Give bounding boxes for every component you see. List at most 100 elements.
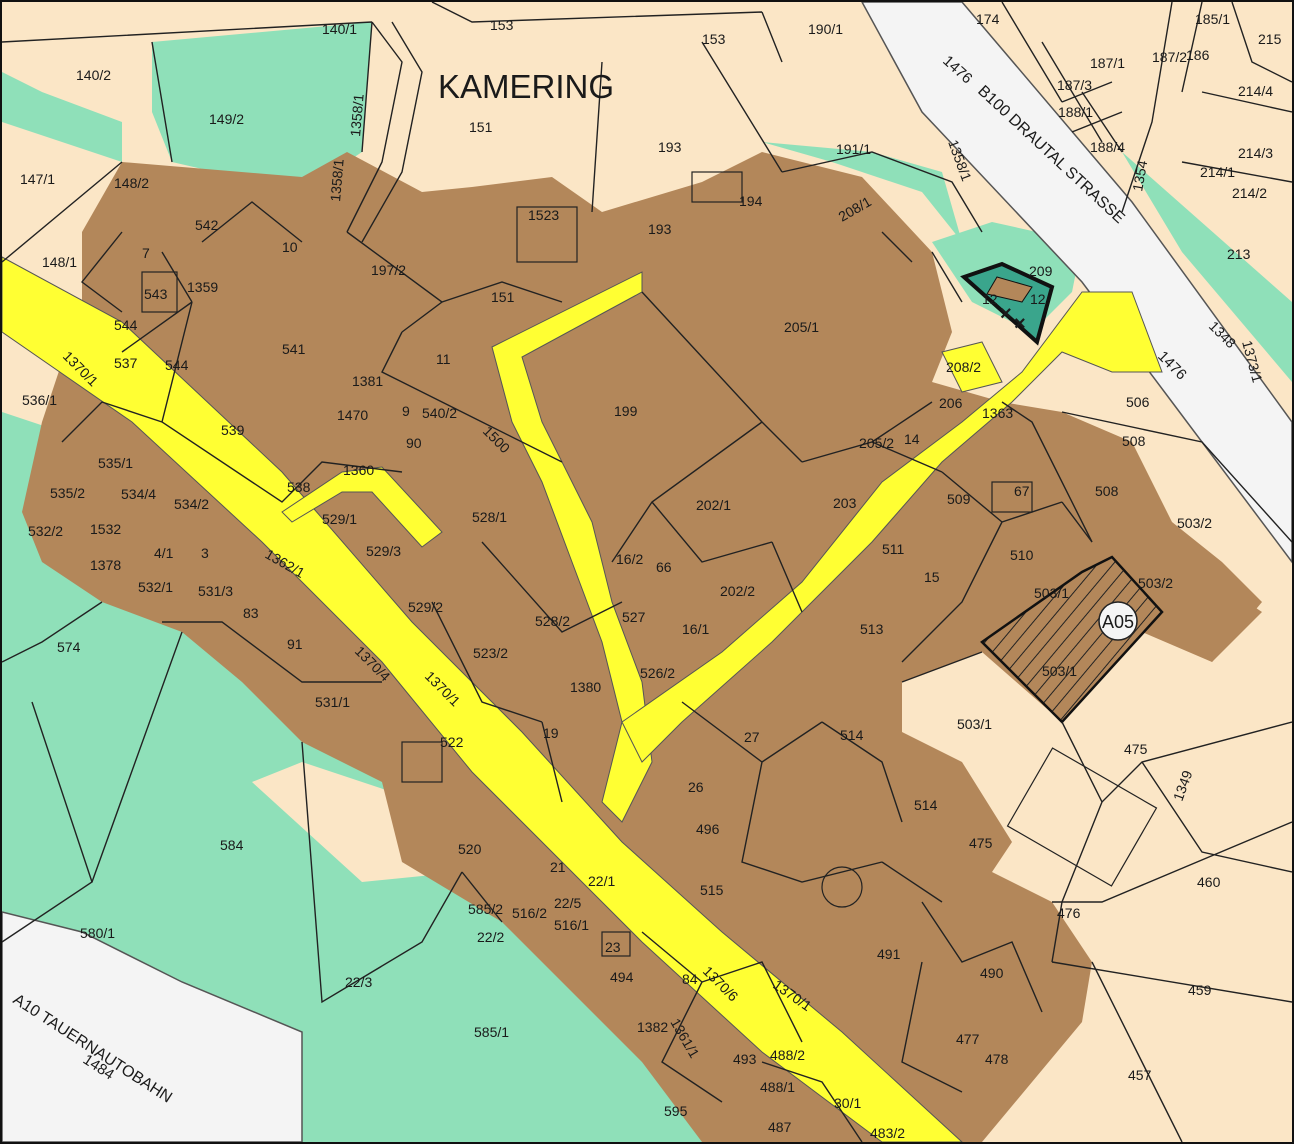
parcel-label: 529/1 xyxy=(322,511,357,527)
parcel-boundary xyxy=(431,2,783,213)
parcel-boundary xyxy=(431,541,623,803)
parcel-label: 459 xyxy=(1188,982,1212,998)
parcel-label: 67 xyxy=(1014,483,1030,499)
parcel-label: 503/1 xyxy=(957,716,992,732)
parcel-12-outline xyxy=(960,261,1055,346)
parcel-label: 532/1 xyxy=(138,579,173,595)
parcel-label: 214/3 xyxy=(1238,145,1273,161)
parcel-boundary xyxy=(611,291,803,613)
parcel-label: 515 xyxy=(700,882,724,898)
parcel-label: 11 xyxy=(436,351,451,367)
parcel-label: 66 xyxy=(656,559,672,575)
parcel-label: 475 xyxy=(1124,741,1148,757)
highlighted-parcel-12: × × xyxy=(960,261,1055,346)
parcel-label: 21 xyxy=(550,859,566,875)
hatched-zone-a05 xyxy=(980,555,1164,724)
parcel-label: 22/5 xyxy=(554,895,581,911)
building xyxy=(601,931,631,957)
parcel-label: 1382 xyxy=(637,1019,668,1035)
building xyxy=(516,206,578,263)
parcel-boundary xyxy=(781,151,983,303)
road-1500 xyxy=(491,271,653,823)
parcel-label: 528/2 xyxy=(535,613,570,629)
parcel-label: 149/2 xyxy=(209,111,244,127)
parcel-label: 148/2 xyxy=(114,175,149,191)
parcel-label: 197/2 xyxy=(371,262,406,278)
parcel-label: 22/2 xyxy=(477,929,504,945)
parcel-label: 534/2 xyxy=(174,496,209,512)
parcel-label: 460 xyxy=(1197,874,1221,890)
parcel-label: 205/2 xyxy=(859,435,894,451)
parcel-boundary xyxy=(381,281,563,463)
parcel-label: 595 xyxy=(664,1103,688,1119)
parcel-label: 194 xyxy=(739,193,763,209)
marker-a05-circle[interactable] xyxy=(1098,601,1138,641)
parcel-label: 16/2 xyxy=(616,551,643,567)
marker-a05-label: A05 xyxy=(1102,612,1134,632)
parcel-boundary xyxy=(1121,2,1292,213)
built-up-zone-east xyxy=(1182,572,1262,662)
parcel-label: 494 xyxy=(610,969,634,985)
a10-road-area xyxy=(2,911,303,1142)
parcel-label: 534/4 xyxy=(121,486,156,502)
parcel-label: 1354 xyxy=(1129,159,1150,193)
parcel-label: 185/1 xyxy=(1195,11,1230,27)
parcel-label: 1363 xyxy=(982,405,1013,421)
parcel-label: 153 xyxy=(702,31,726,47)
parcel-label: 1470 xyxy=(337,407,368,423)
parcel-label: 503/2 xyxy=(1177,515,1212,531)
parcel-label: 513 xyxy=(860,621,884,637)
parcel-label: 7 xyxy=(142,245,150,261)
parcel-label: 16/1 xyxy=(682,621,709,637)
parcel-boundary xyxy=(801,401,1292,543)
parcel-label: 516/2 xyxy=(512,905,547,921)
parcel-boundary xyxy=(641,931,863,1142)
parcel-label: 22/3 xyxy=(345,974,372,990)
building xyxy=(401,741,443,783)
parcel-label: 514 xyxy=(840,727,864,743)
parcel-label: 585/1 xyxy=(474,1024,509,1040)
parcel-label: 488/2 xyxy=(770,1047,805,1063)
parcel-12-building xyxy=(986,276,1033,303)
parcel-label: 187/1 xyxy=(1090,55,1125,71)
parcel-label: 140/1 xyxy=(322,21,357,37)
marker-a05[interactable]: A05 xyxy=(1098,601,1138,641)
parcel-label: 542 xyxy=(195,217,219,233)
building-round xyxy=(821,866,863,908)
parcel-label: 522 xyxy=(440,734,464,750)
parcel-label: 214/1 xyxy=(1200,164,1235,180)
parcel-label: 30/1 xyxy=(834,1095,861,1111)
parcel-boundary xyxy=(1051,821,1292,1142)
parcel-label: 1378 xyxy=(90,557,121,573)
parcel-label: 151 xyxy=(469,119,493,135)
road-1360 xyxy=(281,466,443,548)
parcel-label: 531/3 xyxy=(198,583,233,599)
parcel-label: 535/1 xyxy=(98,455,133,471)
parcel-label: 539 xyxy=(221,422,245,438)
parcel-label: 516/1 xyxy=(554,917,589,933)
parcel-label: 491 xyxy=(877,946,901,962)
parcel-label: 508 xyxy=(1122,433,1146,449)
parcel-label: 536/1 xyxy=(22,392,57,408)
parcel-boundary xyxy=(901,901,1043,1093)
b100-road-area xyxy=(861,2,1292,564)
parcel-label: 9 xyxy=(402,403,410,419)
parcel-label: 1381 xyxy=(352,373,383,389)
parcel-boundary xyxy=(681,701,943,903)
parcel-label: 188/1 xyxy=(1058,104,1093,120)
parcel-label: 540/2 xyxy=(422,405,457,421)
parcel-label: 580/1 xyxy=(80,925,115,941)
parcel-label: 509 xyxy=(947,491,971,507)
parcel-label: 151 xyxy=(491,289,515,305)
parcel-label: 527 xyxy=(622,609,646,625)
parcel-label: 202/1 xyxy=(696,497,731,513)
parcel-label: 544 xyxy=(114,317,138,333)
green-area-stream xyxy=(2,72,122,162)
built-up-zone-main xyxy=(22,152,1262,1142)
parcel-label: 213 xyxy=(1227,246,1251,262)
parcel-label: 478 xyxy=(985,1051,1009,1067)
parcel-label: 22/1 xyxy=(588,873,615,889)
parcel-label: 493 xyxy=(733,1051,757,1067)
